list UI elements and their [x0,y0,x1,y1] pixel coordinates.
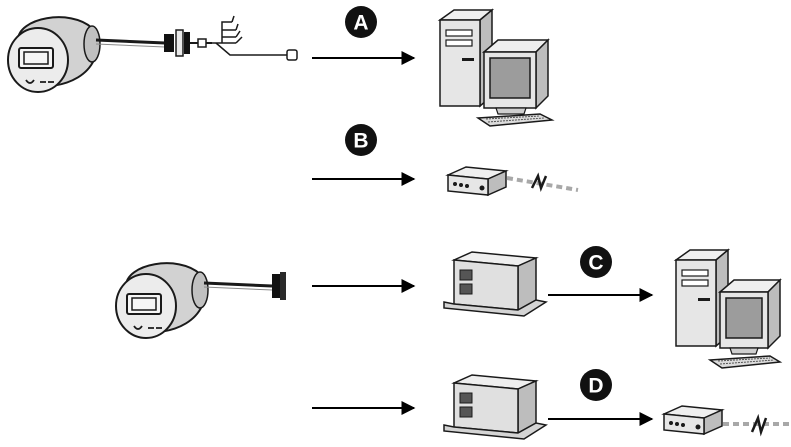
label-badge-a: A [345,6,377,38]
label-c: C [588,252,603,275]
wireless-link-icon-d [723,413,790,437]
label-a: A [353,12,368,35]
converter-module-icon-d [443,374,548,440]
label-b: B [353,130,368,153]
serial-cable-icon-middle [203,272,286,300]
serial-cable-icon-top [95,15,298,61]
modem-icon-d [661,405,725,436]
converter-module-icon-c [443,251,548,317]
meter-icon-top [7,16,101,93]
wireless-link-icon-b [506,172,579,192]
desktop-computer-icon-c [673,248,783,369]
label-badge-b: B [345,124,377,156]
label-badge-d: D [580,369,612,401]
label-badge-c: C [580,246,612,278]
modem-icon-b [445,166,509,197]
label-d: D [588,375,603,398]
meter-icon-middle [115,262,209,339]
desktop-computer-icon-top [437,8,555,127]
